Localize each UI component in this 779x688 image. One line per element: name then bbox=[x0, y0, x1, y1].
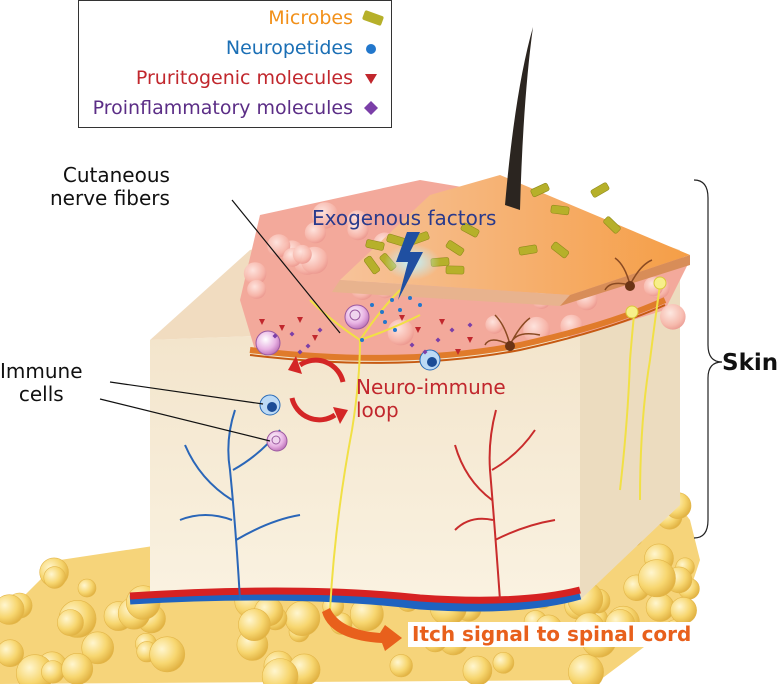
legend-item-proinflammatory: Proinflammatory molecules bbox=[93, 93, 391, 123]
neuropeptide-circle-icon bbox=[366, 44, 376, 54]
exogenous-factors-label: Exogenous factors bbox=[312, 206, 497, 230]
legend-label: Proinflammatory molecules bbox=[92, 97, 353, 119]
lightning-bolt-icon bbox=[396, 232, 423, 300]
leader-lines bbox=[99, 199, 341, 442]
nerve-fibers-label: Cutaneous nerve fibers bbox=[50, 163, 170, 210]
itch-signal-label: Itch signal to spinal cord bbox=[408, 622, 696, 647]
nerve-ending bbox=[625, 305, 639, 319]
legend-item-microbes: Microbes bbox=[268, 3, 391, 33]
neuro-immune-loop-icon bbox=[289, 357, 346, 423]
immune-cells-label: Immune cells bbox=[0, 359, 83, 406]
neuro-immune-loop-label: Neuro-immune loop bbox=[356, 375, 506, 422]
blood-vessels bbox=[129, 409, 582, 612]
legend: Microbes Neuropetides Pruritogenic molec… bbox=[78, 0, 392, 128]
molecules bbox=[259, 296, 473, 355]
legend-item-neuropetides: Neuropetides bbox=[226, 33, 391, 63]
legend-label: Neuropetides bbox=[225, 37, 353, 59]
itch-arrow bbox=[322, 608, 402, 651]
immune-cells bbox=[255, 304, 441, 452]
skin-bracket bbox=[693, 179, 723, 539]
nerve-ending bbox=[653, 276, 667, 290]
legend-item-pruritogenic: Pruritogenic molecules bbox=[136, 63, 391, 93]
proinflammatory-diamond-icon bbox=[364, 101, 378, 115]
legend-label: Pruritogenic molecules bbox=[135, 67, 353, 89]
microbe-rod-icon bbox=[362, 10, 384, 26]
pruritogen-triangle-icon bbox=[365, 74, 377, 84]
hair bbox=[505, 27, 533, 210]
legend-label: Microbes bbox=[268, 7, 353, 29]
skin-label: Skin bbox=[722, 350, 779, 376]
nerve-fibers bbox=[309, 284, 661, 611]
